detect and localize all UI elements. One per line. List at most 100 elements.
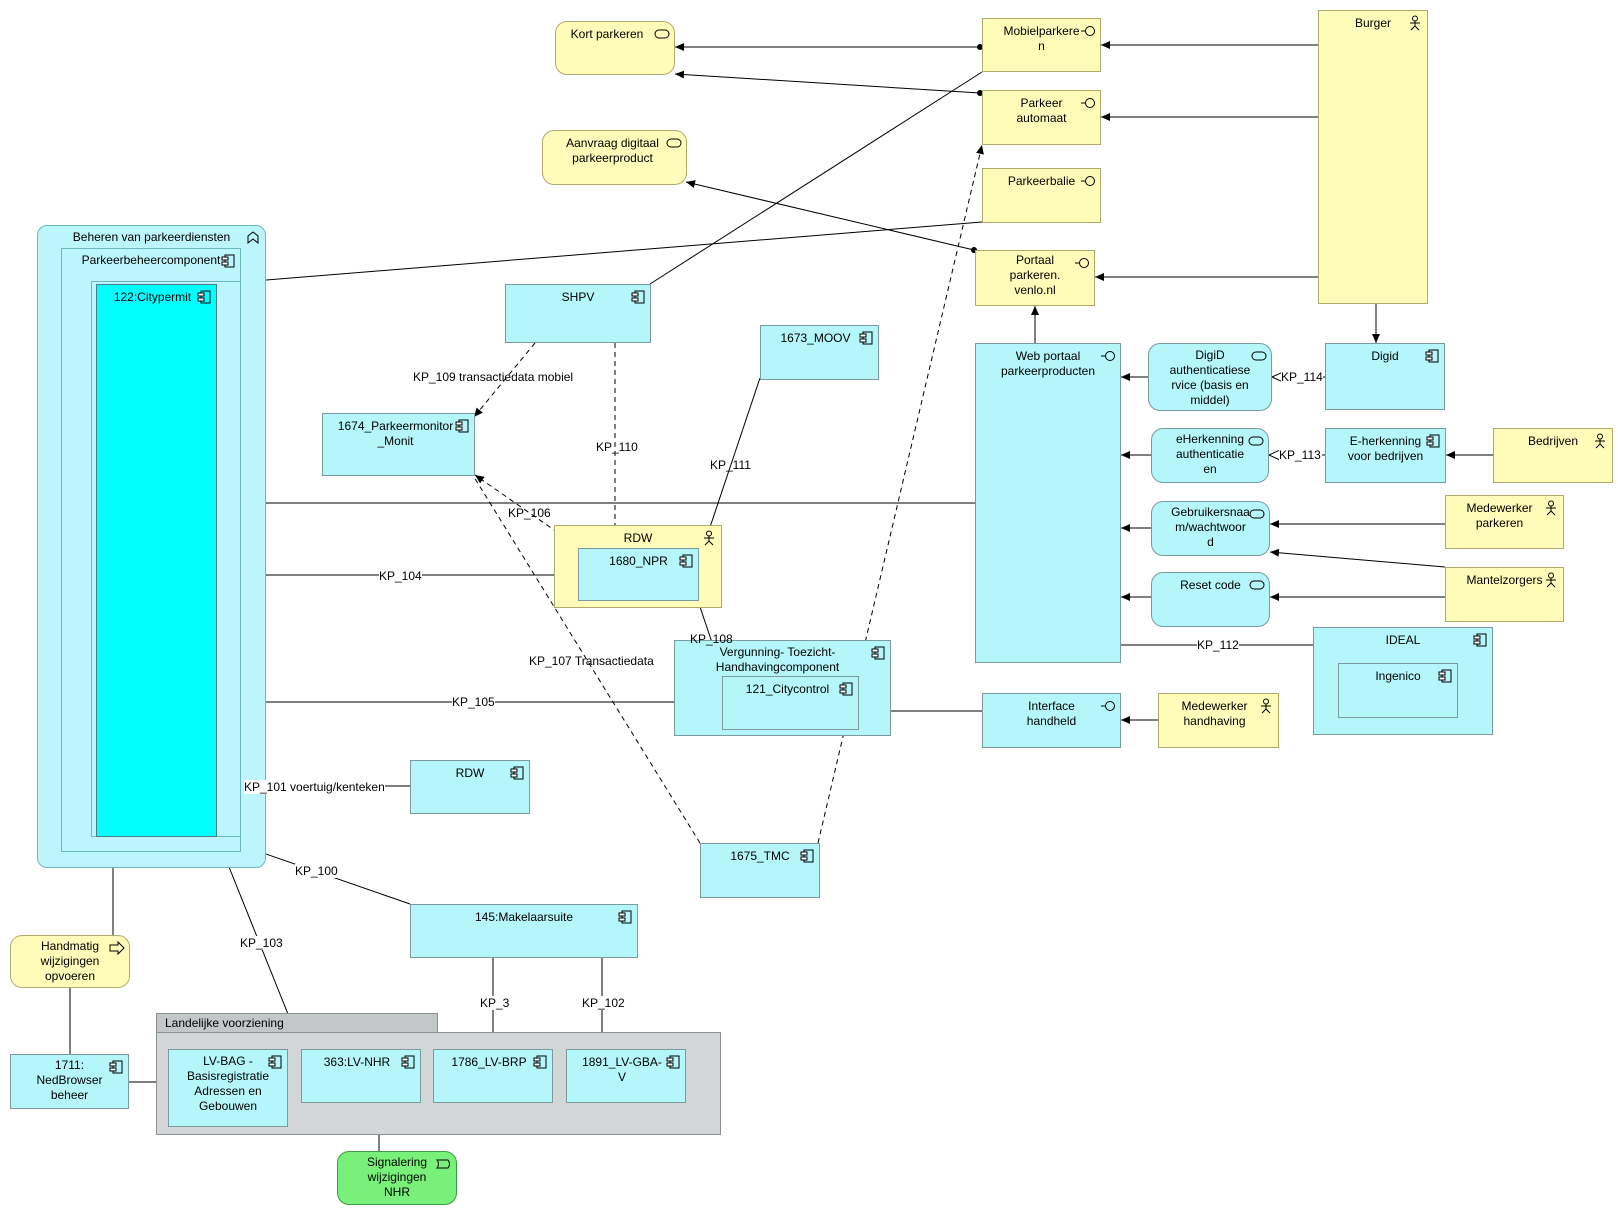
edge-label-kp110: KP_110	[596, 440, 638, 454]
edge-label-kp108: KP_108	[690, 632, 733, 646]
app-tmc[interactable]: 1675_TMC	[700, 843, 820, 898]
component-icon	[859, 331, 873, 345]
app-ingenico[interactable]: Ingenico	[1338, 663, 1458, 718]
app-citycontrol[interactable]: 121_Citycontrol	[722, 676, 859, 730]
group-beheren-label: Beheren van parkeerdiensten	[72, 230, 231, 244]
component-icon	[1425, 349, 1439, 363]
interface-icon	[1075, 258, 1089, 268]
app-lv-bag-label: LV-BAG - Basisregistratie Adressen en Ge…	[186, 1054, 270, 1113]
app-npr-label: 1680_NPR	[609, 554, 668, 568]
component-icon	[1438, 669, 1452, 683]
interface-icon	[1081, 98, 1095, 108]
component-icon	[631, 290, 645, 304]
interface-handheld-label: Interface handheld	[1026, 699, 1077, 728]
edge-shpv-mobiel	[649, 71, 983, 285]
interface-icon	[1081, 176, 1095, 186]
component-icon	[510, 766, 524, 780]
interface-mobielparkeren-label: Mobielparkere n	[1003, 24, 1080, 53]
app-ingenico-label: Ingenico	[1375, 669, 1421, 683]
service-gebruikersnaam[interactable]: Gebruikersnaa m/wachtwoor d	[1151, 501, 1270, 556]
edge-label-kp106: KP_106	[508, 506, 551, 520]
interface-icon	[1101, 701, 1115, 711]
app-makelaarsuite[interactable]: 145:Makelaarsuite	[410, 904, 638, 958]
actor-bedrijven[interactable]: Bedrijven	[1493, 428, 1613, 483]
component-icon	[401, 1055, 415, 1069]
app-rdw-label: RDW	[455, 766, 485, 780]
interface-portaal-parkeren[interactable]: Portaal parkeren. venlo.nl	[975, 250, 1095, 306]
app-lv-nhr[interactable]: 363:LV-NHR	[301, 1049, 421, 1103]
group-landelijke-header: Landelijke voorziening	[156, 1013, 438, 1033]
interface-web-portaal[interactable]: Web portaal parkeerproducten	[975, 343, 1121, 663]
interface-parkeerautomaat-label: Parkeer automaat	[1016, 96, 1067, 125]
app-lv-bag[interactable]: LV-BAG - Basisregistratie Adressen en Ge…	[168, 1049, 288, 1127]
app-parkeermonitor[interactable]: 1674_Parkeermonitor _Monit	[322, 413, 475, 476]
event-signalering-label: Signalering wijzigingen NHR	[366, 1155, 428, 1199]
interface-icon	[1101, 351, 1115, 361]
app-shpv[interactable]: SHPV	[505, 284, 651, 343]
interface-parkeerautomaat[interactable]: Parkeer automaat	[982, 90, 1101, 145]
component-icon	[800, 849, 814, 863]
group-landelijke-label: Landelijke voorziening	[165, 1016, 284, 1030]
app-lv-brp-label: 1786_LV-BRP	[451, 1055, 527, 1069]
component-icon	[1473, 633, 1487, 647]
edge-label-kp113: KP_113	[1279, 448, 1321, 462]
app-digid[interactable]: Digid	[1325, 343, 1445, 410]
app-eherkenning[interactable]: E-herkenning voor bedrijven	[1325, 428, 1446, 483]
service-reset-code[interactable]: Reset code	[1151, 572, 1270, 627]
component-icon	[455, 419, 469, 433]
interface-portaal-label: Portaal parkeren. venlo.nl	[1009, 253, 1061, 297]
actor-burger[interactable]: Burger	[1318, 10, 1428, 304]
app-rdw[interactable]: RDW	[410, 760, 530, 814]
interface-parkeerbalie[interactable]: Parkeerbalie	[982, 168, 1101, 223]
app-moov[interactable]: 1673_MOOV	[760, 325, 879, 380]
edge-label-kp100: KP_100	[295, 864, 338, 878]
component-icon	[197, 290, 211, 304]
group-parkeerbeheer-label: Parkeerbeheercomponent	[81, 253, 221, 267]
app-lv-brp[interactable]: 1786_LV-BRP	[433, 1049, 553, 1103]
actor-bedrijven-label: Bedrijven	[1527, 434, 1579, 448]
service-aanvraag-digitaal[interactable]: Aanvraag digitaal parkeerproduct	[542, 130, 687, 185]
app-lv-gba-v[interactable]: 1891_LV-GBA- V	[566, 1049, 686, 1103]
service-eherkenning-authenticatie[interactable]: eHerkenning authenticatie en	[1151, 428, 1269, 483]
edge-automaat-kort	[674, 70, 983, 96]
edge-label-kp107: KP_107 Transactiedata	[529, 654, 654, 668]
interface-icon	[1081, 26, 1095, 36]
group-vth-label: Vergunning- Toezicht- Handhavingcomponen…	[715, 645, 840, 674]
service-icon	[654, 29, 670, 39]
interface-handheld[interactable]: Interface handheld	[982, 693, 1121, 748]
app-npr[interactable]: 1680_NPR	[578, 548, 699, 601]
service-icon	[1251, 351, 1267, 361]
interface-parkeerbalie-label: Parkeerbalie	[1007, 174, 1076, 188]
edge-label-kp109: KP_109 transactiedata mobiel	[413, 370, 574, 384]
service-digid-label: DigiD authenticatiese rvice (basis en mi…	[1169, 348, 1251, 407]
app-nedbrowser[interactable]: 1711: NedBrowser beheer	[10, 1054, 129, 1109]
app-nedbrowser-label: 1711: NedBrowser beheer	[36, 1058, 103, 1102]
actor-medewerker-handhaving[interactable]: Medewerker handhaving	[1158, 693, 1279, 748]
process-handmatig-wijzigingen[interactable]: Handmatig wijzigingen opvoeren	[10, 935, 130, 988]
service-aanvraag-label: Aanvraag digitaal parkeerproduct	[566, 136, 659, 165]
interface-mobielparkeren[interactable]: Mobielparkere n	[982, 18, 1101, 72]
actor-medewerker-handhaving-label: Medewerker handhaving	[1181, 699, 1248, 728]
actor-mantelzorgers[interactable]: Mantelzorgers	[1445, 567, 1564, 622]
edge-label-kp3: KP_3	[480, 996, 510, 1010]
process-arrow-icon	[109, 940, 125, 956]
component-icon	[268, 1055, 282, 1069]
app-citycontrol-label: 121_Citycontrol	[745, 682, 830, 696]
service-digid-authenticatie[interactable]: DigiD authenticatiese rvice (basis en mi…	[1148, 343, 1272, 411]
edge-label-kp111: KP_111	[710, 458, 751, 472]
edge-kp109	[473, 342, 536, 418]
edge-citypermit-parkeerbalie	[216, 221, 983, 285]
app-digid-label: Digid	[1371, 349, 1399, 363]
event-signalering-nhr[interactable]: Signalering wijzigingen NHR	[337, 1151, 457, 1205]
edge-label-kp114: KP_114	[1281, 370, 1323, 384]
actor-icon	[1546, 500, 1556, 516]
actor-icon	[1546, 572, 1556, 588]
actor-icon	[1261, 698, 1271, 714]
edge-tmc-automaat	[817, 144, 984, 844]
component-icon	[871, 646, 885, 660]
app-citypermit[interactable]: 122:Citypermit	[96, 284, 217, 837]
edge-mantel-gebr	[1269, 548, 1446, 568]
service-kort-parkeren[interactable]: Kort parkeren	[555, 21, 675, 75]
actor-medewerker-parkeren[interactable]: Medewerker parkeren	[1445, 495, 1564, 549]
app-lv-nhr-label: 363:LV-NHR	[323, 1055, 391, 1069]
